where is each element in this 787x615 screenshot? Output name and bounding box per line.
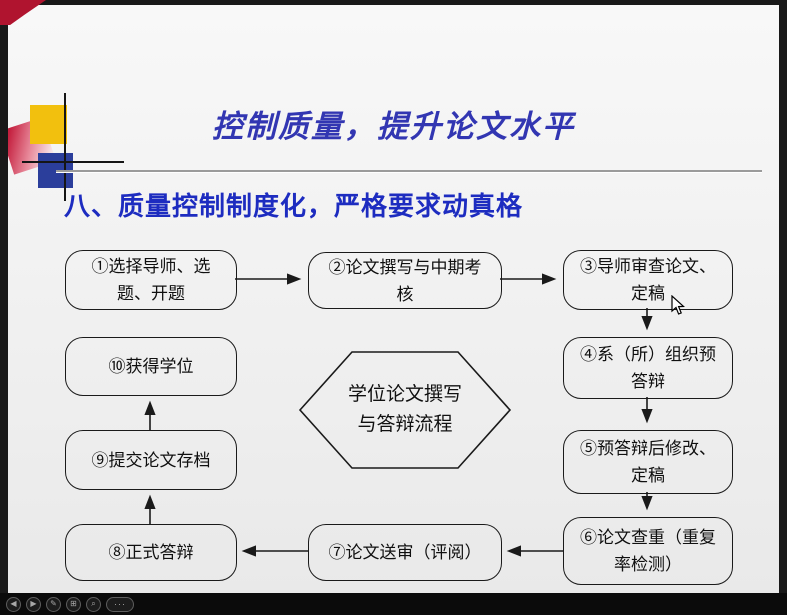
more-button[interactable]: ··· <box>106 596 134 612</box>
back-icon: ◀ <box>10 599 17 608</box>
more-icon: ··· <box>114 598 126 609</box>
flow-step-line: 答辩 <box>631 372 665 391</box>
flow-step-line: ⑧正式答辩 <box>108 543 194 562</box>
slide: 控制质量，提升论文水平 八、质量控制制度化，严格要求动真格 <box>8 5 779 593</box>
flow-step-7: ⑦论文送审（评阅） <box>308 524 502 581</box>
hexagon-shape <box>298 351 512 469</box>
flow-step-line: 定稿 <box>631 466 665 485</box>
flow-step-8: ⑧正式答辩 <box>65 524 237 581</box>
player-toolbar: ◀ ▶ ✎ ⊞ ⌕ ··· <box>0 593 787 615</box>
mouse-cursor-icon <box>671 295 685 315</box>
flow-step-line: ⑦论文送审（评阅） <box>328 543 482 562</box>
flow-step-3: ③导师审查论文、 定稿 <box>563 250 733 310</box>
pen-icon: ✎ <box>50 599 57 608</box>
flow-center-line: 与答辩流程 <box>357 414 453 435</box>
decoration-horizontal-line <box>22 161 124 163</box>
pen-button[interactable]: ✎ <box>46 596 61 612</box>
decoration-vertical-line <box>64 93 66 201</box>
flow-connectors <box>144 273 653 557</box>
flow-step-line: ⑨提交论文存档 <box>91 450 211 470</box>
slide-subtitle: 八、质量控制制度化，严格要求动真格 <box>64 191 524 221</box>
play-icon: ▶ <box>30 599 37 608</box>
flow-step-line: 定稿 <box>631 284 665 303</box>
zoom-button[interactable]: ⌕ <box>86 596 101 612</box>
flow-step-10: ⑩获得学位 <box>65 337 237 396</box>
back-button[interactable]: ◀ <box>6 596 21 612</box>
flow-step-2: ②论文撰写与中期考 核 <box>308 252 502 309</box>
flow-step-line: ②论文撰写与中期考 <box>328 257 482 277</box>
flow-step-line: ③导师审查论文、 <box>580 257 716 276</box>
slides-button[interactable]: ⊞ <box>66 596 81 612</box>
flow-step-line: ①选择导师、选 <box>91 257 211 276</box>
flow-step-line: 题、开题 <box>117 284 185 303</box>
flow-step-6: ⑥论文查重（重复 率检测） <box>563 517 733 585</box>
flow-step-line: 核 <box>396 284 414 304</box>
flow-step-line: ⑩获得学位 <box>108 357 194 376</box>
forward-button[interactable]: ▶ <box>26 596 41 612</box>
flow-step-line: ⑤预答辩后修改、 <box>580 439 716 458</box>
decoration-yellow-square <box>30 105 67 144</box>
flow-step-5: ⑤预答辩后修改、 定稿 <box>563 430 733 494</box>
flow-step-line: ⑥论文查重（重复 <box>580 528 716 547</box>
flow-center-line: 学位论文撰写 <box>347 384 462 405</box>
flow-center-label: 学位论文撰写 与答辩流程 <box>300 352 510 468</box>
flow-step-line: 率检测） <box>614 555 682 574</box>
flow-step-line: ④系（所）组织预 <box>580 345 716 364</box>
flow-step-1: ①选择导师、选 题、开题 <box>65 250 237 310</box>
title-divider <box>56 170 762 173</box>
flow-step-9: ⑨提交论文存档 <box>65 430 237 490</box>
slides-icon: ⊞ <box>70 599 77 608</box>
magnifier-icon: ⌕ <box>91 599 96 608</box>
flow-step-4: ④系（所）组织预 答辩 <box>563 337 733 399</box>
slide-title: 控制质量，提升论文水平 <box>212 109 575 144</box>
